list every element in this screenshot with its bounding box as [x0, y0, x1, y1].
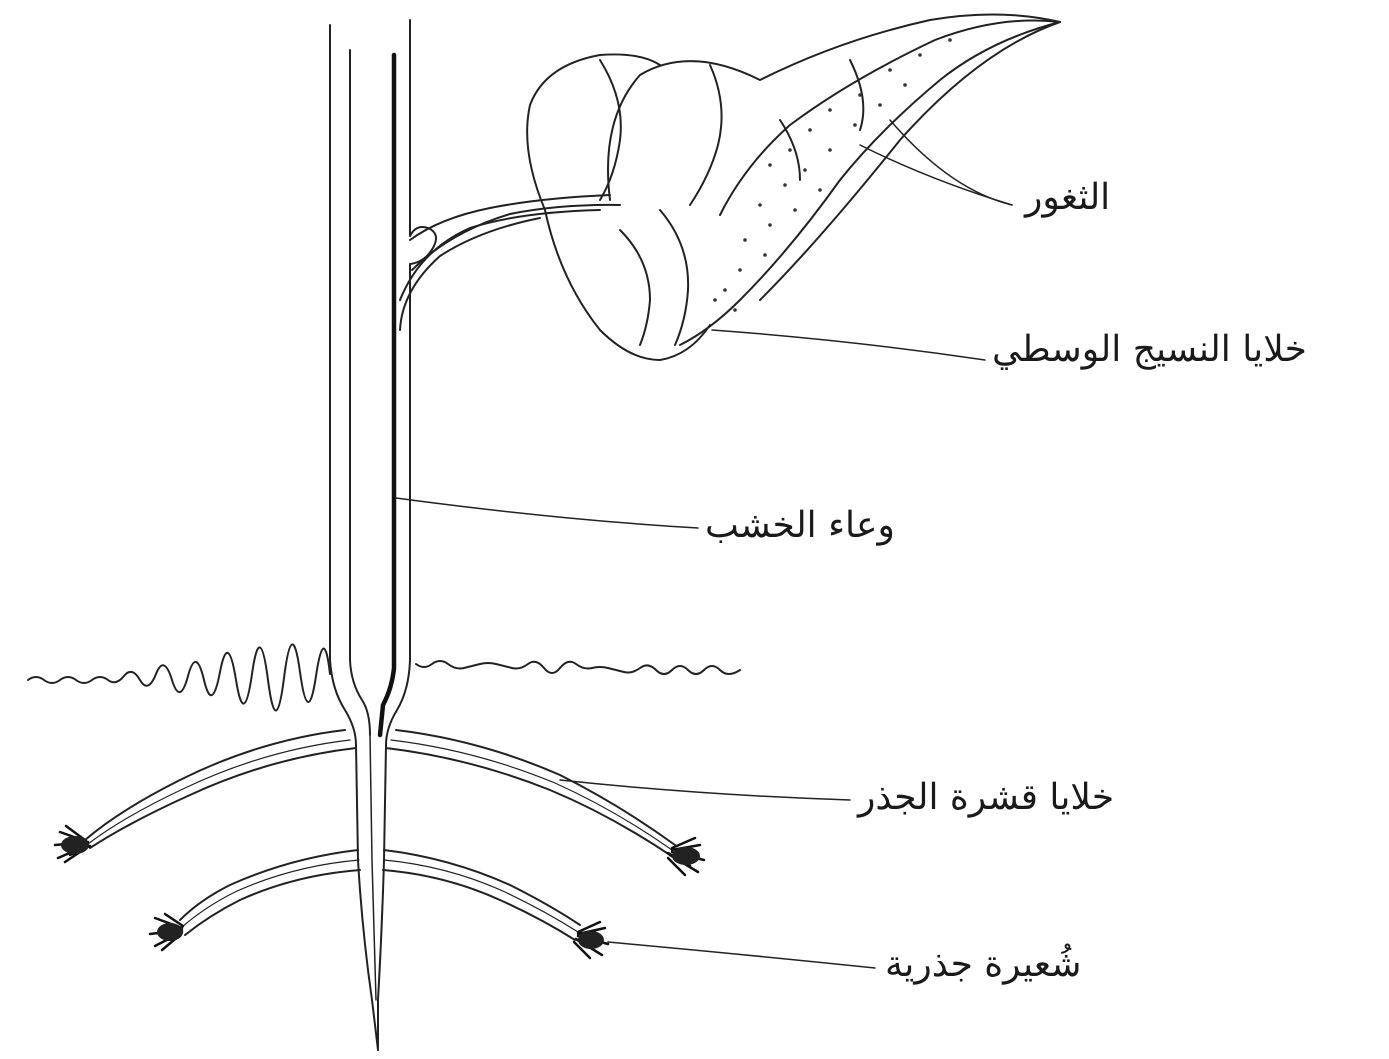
label-root-cortex-cells: خلايا قشرة الجذر	[858, 780, 1114, 816]
soil-line-right	[416, 661, 740, 674]
soil-line-left	[28, 644, 330, 710]
label-xylem-vessel: وعاء الخشب	[705, 508, 895, 544]
leader-root-hair	[608, 942, 875, 968]
leaf-dots	[713, 38, 952, 312]
label-mesophyll-cells: خلايا النسيج الوسطي	[992, 332, 1307, 368]
leader-stomata-1	[890, 120, 1012, 205]
leader-stomata-2	[860, 145, 1012, 205]
stem	[330, 20, 410, 745]
leaf-blade	[527, 14, 1060, 360]
label-root-hair: شُعيرة جذرية	[885, 947, 1081, 983]
leader-mesophyll	[712, 330, 985, 360]
root-hair-tuft-lower-right	[574, 922, 608, 958]
root-hair-tuft-lower-left	[150, 914, 183, 950]
main-root	[356, 735, 386, 1050]
leaf-petiole	[400, 195, 620, 330]
leader-xylem	[396, 498, 698, 528]
leader-cortex	[560, 780, 850, 800]
label-stomata: الثغور	[1025, 180, 1110, 216]
lower-lateral-roots	[180, 850, 580, 940]
root-hair-tufts	[55, 826, 704, 958]
upper-lateral-roots	[85, 730, 675, 855]
leader-lines	[396, 120, 1012, 968]
xylem-vessel	[380, 55, 394, 735]
root-hair-tuft-upper-left	[55, 826, 90, 862]
